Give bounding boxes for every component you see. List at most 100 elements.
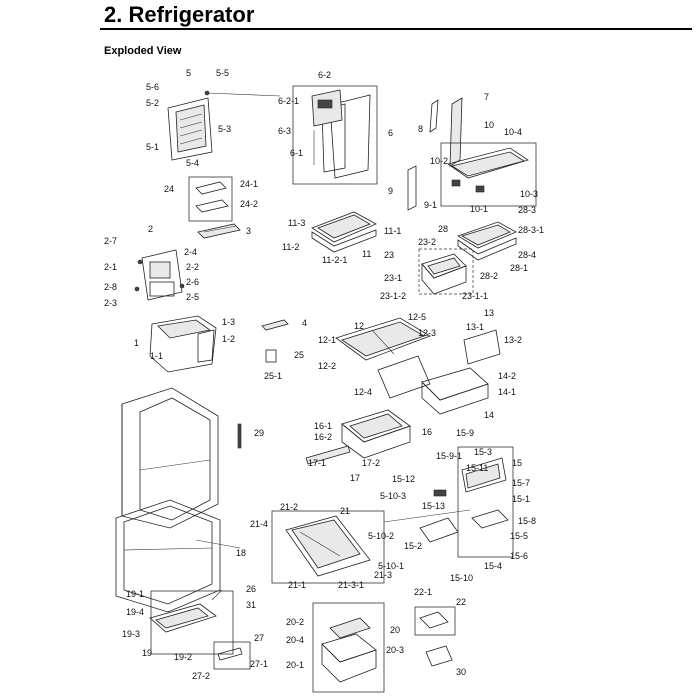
callout-label: 3 <box>246 226 251 236</box>
callout-label: 15-9 <box>456 428 474 438</box>
callout-label: 15-12 <box>392 474 415 484</box>
callout-label: 13-2 <box>504 335 522 345</box>
callout-label: 20-4 <box>286 635 304 645</box>
callout-label: 10-1 <box>470 204 488 214</box>
callout-label: 24 <box>164 184 174 194</box>
drawer-14-drawing <box>421 329 501 415</box>
callout-label: 28-1 <box>510 263 528 273</box>
callout-label: 5-6 <box>146 82 159 92</box>
small-parts-drawing <box>261 319 289 363</box>
callout-label: 9-1 <box>424 200 437 210</box>
callout-label: 11-3 <box>288 218 305 228</box>
callout-label: 12-2 <box>318 361 336 371</box>
callout-label: 25 <box>294 350 304 360</box>
callout-label: 19-2 <box>174 652 192 662</box>
callout-label: 22-1 <box>414 587 432 597</box>
callout-label: 15-13 <box>422 501 445 511</box>
freezer-basket-drawing <box>321 617 377 683</box>
title-underline <box>100 28 692 30</box>
tray-24-box <box>188 176 233 222</box>
callout-label: 2-5 <box>186 292 199 302</box>
callout-label: 25-1 <box>264 371 282 381</box>
callout-label: 12-3 <box>418 328 436 338</box>
callout-label: 11-2 <box>282 242 299 252</box>
callout-label: 10-3 <box>520 189 538 199</box>
callout-label: 17-2 <box>362 458 380 468</box>
callout-label: 5-1 <box>146 142 159 152</box>
cabinet-drawing <box>115 387 221 613</box>
callout-label: 31 <box>246 600 256 610</box>
callout-label: 22 <box>456 597 466 607</box>
callout-label: 11-1 <box>384 226 401 236</box>
callout-label: 15-11 <box>466 463 488 473</box>
callout-label: 6-2-1 <box>278 96 299 106</box>
callout-label: 21 <box>340 506 350 516</box>
callout-label: 12-5 <box>408 312 426 322</box>
callout-label: 19-3 <box>122 629 140 639</box>
drawer-16-drawing <box>341 409 411 459</box>
callout-label: 15-10 <box>450 573 473 583</box>
line-18-drawing <box>195 539 241 549</box>
callout-label: 19 <box>142 648 152 658</box>
module-15-box <box>457 446 514 558</box>
callout-label: 27 <box>254 633 264 643</box>
drawer-23-box <box>418 248 474 295</box>
callout-label: 11-2-1 <box>322 255 347 265</box>
callout-label: 5-10-2 <box>368 531 394 541</box>
callout-label: 2 <box>148 224 153 234</box>
basket-20-box <box>312 602 385 693</box>
callout-label: 6 <box>388 128 393 138</box>
callout-label: 29 <box>254 428 264 438</box>
callout-label: 23-1 <box>384 273 402 283</box>
shelf-11-drawing <box>311 211 377 253</box>
callout-label: 1-1 <box>150 351 163 361</box>
callout-label: 13 <box>484 308 494 318</box>
callout-label: 6-3 <box>278 126 291 136</box>
cover-19-box <box>150 590 234 655</box>
callout-label: 9 <box>388 186 393 196</box>
callout-label: 19-4 <box>126 607 144 617</box>
part-22-box <box>414 606 456 636</box>
callout-label: 4 <box>302 318 307 328</box>
callout-label: 5-10-3 <box>380 491 406 501</box>
door-trim-drawing <box>429 97 463 167</box>
callout-label: 21-2 <box>280 502 298 512</box>
callout-label: 14-2 <box>498 371 516 381</box>
drawer-front-drawing <box>305 445 351 465</box>
callout-label: 16-2 <box>314 432 332 442</box>
drawer-23-drawing <box>421 253 467 295</box>
callout-label: 16-1 <box>314 421 332 431</box>
callout-label: 15-6 <box>510 551 528 561</box>
callout-label: 15-3 <box>474 447 492 457</box>
callout-label: 2-4 <box>184 247 197 257</box>
callout-label: 14 <box>484 410 494 420</box>
rail-21-box <box>271 510 385 584</box>
callout-label: 20-1 <box>286 660 304 670</box>
callout-label: 15-5 <box>510 531 528 541</box>
callout-label: 17-1 <box>308 458 326 468</box>
callout-label: 15-9-1 <box>436 451 462 461</box>
ice-maker-drawing <box>134 249 185 301</box>
callout-label: 11 <box>362 249 371 259</box>
callout-label: 27-2 <box>192 671 210 681</box>
crisper-cover-drawing <box>335 317 431 399</box>
callout-label: 15-4 <box>484 561 502 571</box>
callout-label: 10 <box>484 120 494 130</box>
callout-label: 10-4 <box>504 127 522 137</box>
callout-label: 15 <box>512 458 522 468</box>
callout-label: 17 <box>350 473 360 483</box>
section-title: 2. Refrigerator <box>104 2 255 27</box>
callout-label: 24-2 <box>240 199 258 209</box>
callout-label: 19-1 <box>126 589 144 599</box>
callout-label: 12-1 <box>318 335 336 345</box>
callout-label: 13-1 <box>466 322 484 332</box>
ice-tray-drawing <box>195 181 241 239</box>
callout-label: 23-1-2 <box>380 291 406 301</box>
callout-label: 12 <box>354 321 364 331</box>
rail-29-drawing <box>237 423 242 449</box>
callout-label: 15-7 <box>512 478 530 488</box>
callout-label: 2-3 <box>104 298 117 308</box>
callout-label: 28-4 <box>518 250 536 260</box>
callout-label: 27-1 <box>250 659 268 669</box>
ice-door-drawing <box>311 89 371 179</box>
